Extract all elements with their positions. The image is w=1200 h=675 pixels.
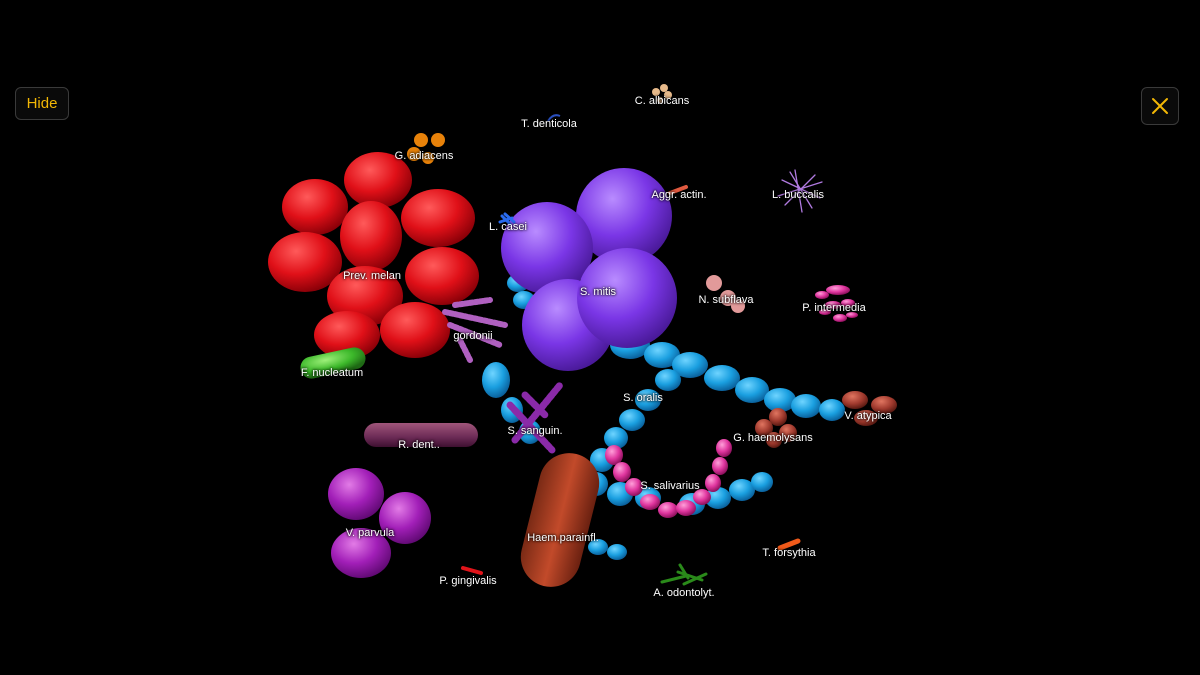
label-l-buccalis[interactable]: L. buccalis xyxy=(772,189,824,201)
label-aggr-actin[interactable]: Aggr. actin. xyxy=(651,189,707,201)
g-haemolysans-cluster xyxy=(755,408,797,448)
label-s-gordonii[interactable]: gordonii xyxy=(453,330,493,342)
label-f-nucleatum[interactable]: F. nucleatum xyxy=(300,367,364,379)
p-intermedia-cells xyxy=(815,285,858,322)
prev-melan-cluster xyxy=(268,152,479,359)
label-s-oralis[interactable]: S. oralis xyxy=(623,392,663,404)
label-g-adiacens[interactable]: G. adiacens xyxy=(394,150,454,162)
label-prev-melan[interactable]: Prev. melan xyxy=(343,270,401,282)
s-mitis-cluster xyxy=(501,168,677,371)
label-r-dent[interactable]: R. dent.. xyxy=(398,439,440,451)
label-g-haemolysans[interactable]: G. haemolysans xyxy=(733,432,813,444)
label-l-casei[interactable]: L. casei xyxy=(489,221,527,233)
s-sanguin-chains xyxy=(506,381,564,454)
r-dent-cell xyxy=(364,423,478,447)
label-haem-parainfl[interactable]: Haem.parainfl. xyxy=(527,532,599,544)
label-t-denticola[interactable]: T. denticola xyxy=(521,118,577,130)
close-button[interactable] xyxy=(1141,87,1179,125)
label-s-sanguin[interactable]: S. sanguin. xyxy=(507,425,563,437)
c-albicans-cells xyxy=(652,84,672,103)
n-subflava-cells xyxy=(706,275,745,313)
label-p-gingivalis[interactable]: P. gingivalis xyxy=(439,575,497,587)
l-buccalis-cells xyxy=(777,169,823,213)
label-c-albicans[interactable]: C. albicans xyxy=(634,95,690,107)
a-odontolyt-cells xyxy=(660,563,708,586)
s-salivarius-chain xyxy=(605,439,732,518)
aggr-actin-cell xyxy=(668,185,688,195)
v-parvula-cluster xyxy=(328,468,431,578)
s-gordonii-chains xyxy=(442,297,508,363)
hide-button[interactable]: Hide xyxy=(15,87,69,120)
label-n-subflava[interactable]: N. subflava xyxy=(698,294,754,306)
label-p-intermedia[interactable]: P. intermedia xyxy=(802,302,866,314)
label-t-forsythia[interactable]: T. forsythia xyxy=(762,547,816,559)
hide-label: Hide xyxy=(26,95,58,112)
close-x-icon xyxy=(1152,98,1168,114)
g-adiacens-cells xyxy=(407,133,445,164)
l-casei-cells xyxy=(498,212,516,226)
haem-parainfl-cell xyxy=(520,453,600,587)
f-nucleatum-cell xyxy=(300,347,366,379)
label-s-salivarius[interactable]: S. salivarius xyxy=(640,480,700,492)
t-denticola-cell xyxy=(547,114,561,122)
t-forsythia-cell xyxy=(777,538,801,551)
label-s-mitis[interactable]: S. mitis xyxy=(579,286,617,298)
label-v-atypica[interactable]: V. atypica xyxy=(844,410,892,422)
label-v-parvula[interactable]: V. parvula xyxy=(345,527,395,539)
v-atypica-cluster xyxy=(842,391,897,426)
p-gingivalis-cell xyxy=(461,566,483,575)
label-a-odontolyt[interactable]: A. odontolyt. xyxy=(653,587,715,599)
